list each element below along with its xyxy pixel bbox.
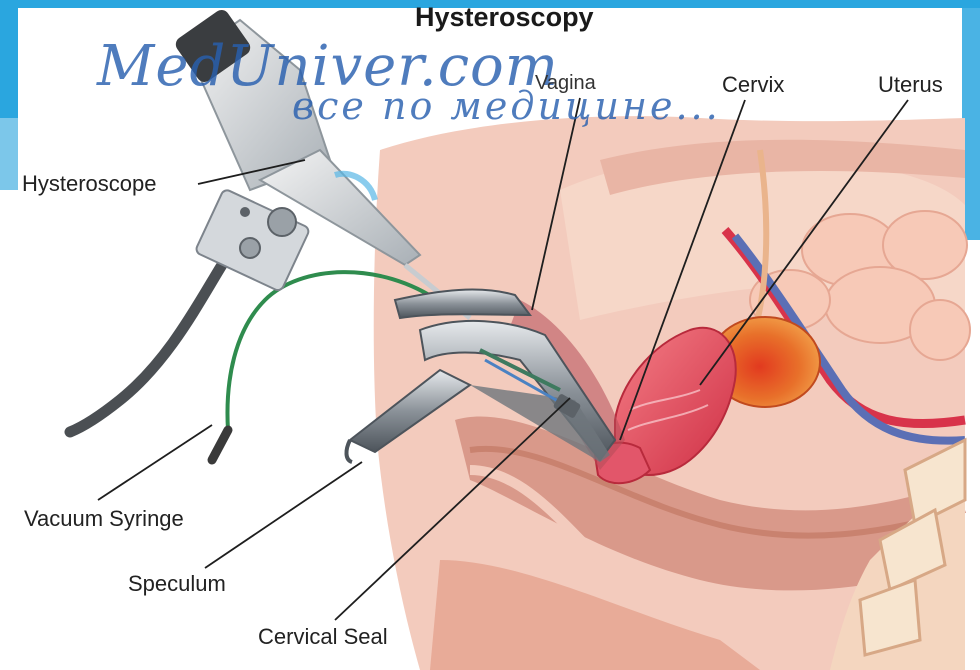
label-uterus: Uterus xyxy=(878,72,943,98)
label-vagina: Vagina xyxy=(535,72,596,95)
label-speculum: Speculum xyxy=(128,571,226,597)
diagram-title: Hysteroscopy xyxy=(415,2,594,33)
label-cervix: Cervix xyxy=(722,72,784,98)
left-frame-bar xyxy=(0,0,18,118)
label-cervical-seal: Cervical Seal xyxy=(258,624,388,650)
vacuum-syringe xyxy=(212,430,228,460)
watermark-tagline: все по медицине... xyxy=(292,84,721,128)
label-vacuum-syringe: Vacuum Syringe xyxy=(24,506,184,532)
hysteroscope-cable xyxy=(70,260,225,432)
label-hysteroscope: Hysteroscope xyxy=(22,171,157,197)
frame-gradient-edge xyxy=(0,118,18,190)
